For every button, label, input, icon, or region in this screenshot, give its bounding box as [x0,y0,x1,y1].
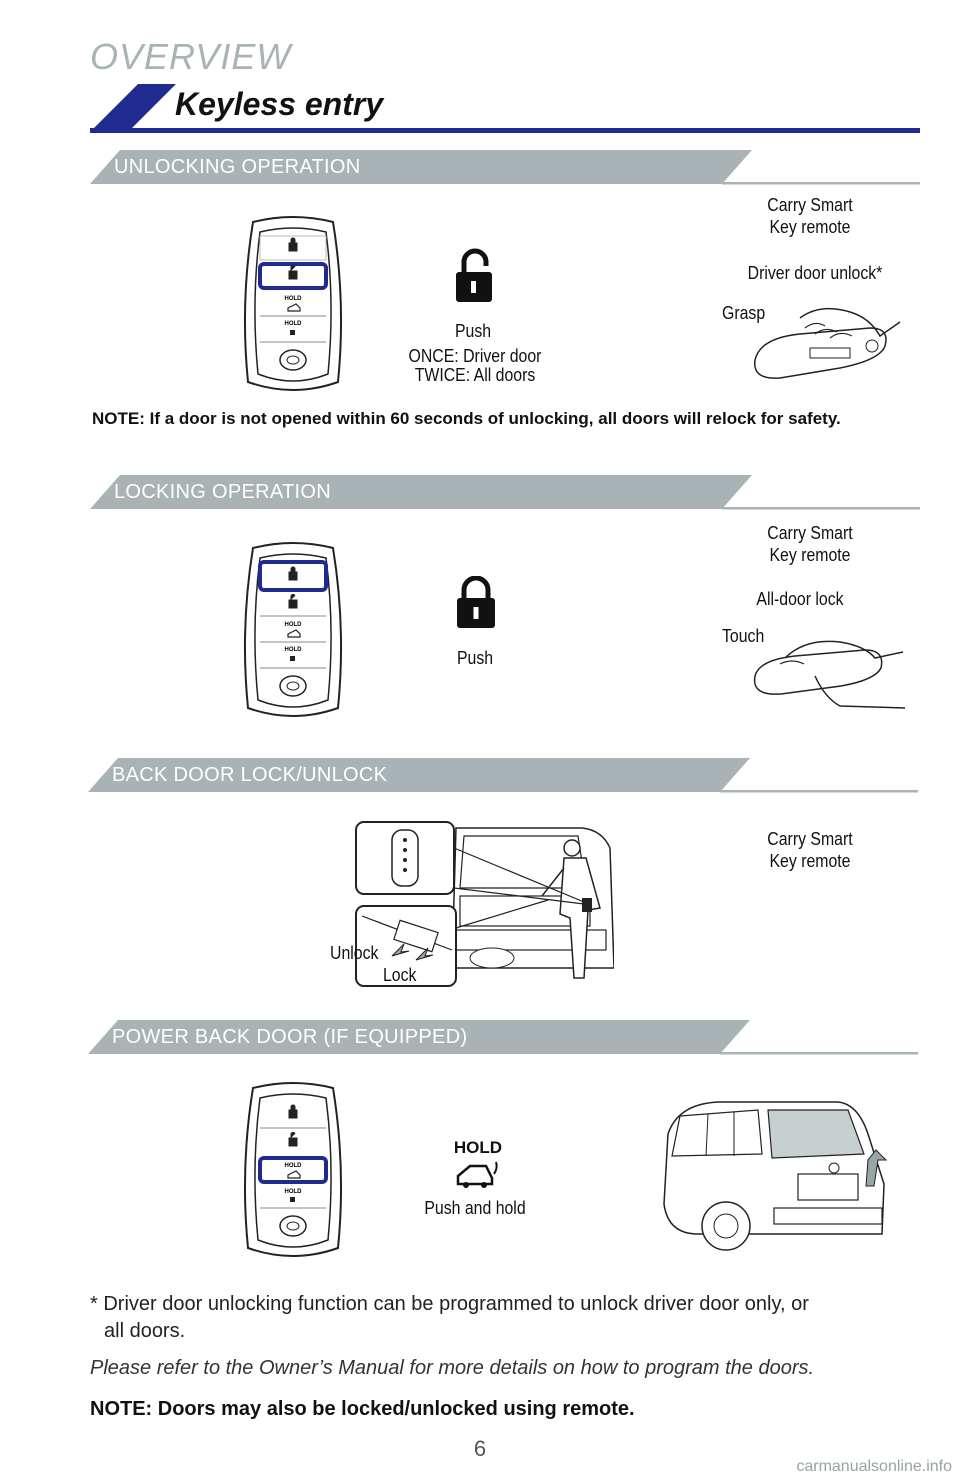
power-hold-label: HOLD [453,1138,503,1157]
grasp-label: Grasp [722,303,766,323]
section-header-locking [90,475,920,510]
lock-push-label: Push [456,648,494,668]
section-header-power-back-door [88,1020,918,1055]
svg-text:HOLD: HOLD [285,647,303,653]
back-door-hold-icon [456,1161,498,1188]
unlock-once-label: ONCE: Driver door [408,346,542,366]
svg-text:HOLD: HOLD [285,321,303,327]
remote-note: NOTE: Doors may also be locked/unlocked … [90,1398,635,1420]
lock-carry-line1: Carry Smart [767,523,853,543]
section-header-back-door [88,758,918,793]
back-lock-label: Lock [383,965,417,985]
unlock-twice-label: TWICE: All doors [414,365,536,385]
push-and-hold-label: Push and hold [424,1198,526,1218]
watermark: carmanualsonline.info [796,1458,952,1475]
section-title-locking: LOCKING OPERATION [114,481,331,503]
unlock-carry-line1: Carry Smart [767,195,853,215]
page-number: 6 [473,1436,487,1461]
power-back-door-suv-illustration [663,1101,888,1251]
lock-carry-line2: Key remote [769,545,851,565]
footnote-asterisk-line1: * Driver door unlocking function can be … [90,1293,809,1315]
key-fob-lock: HOLD HOLD [243,542,343,717]
door-handle-touch-illustration [753,640,906,709]
key-fob-unlock: HOLD HOLD [243,216,343,391]
touch-label: Touch [722,626,765,646]
unlock-carry-line2: Key remote [769,217,851,237]
unlock-push-label: Push [454,321,492,341]
svg-text:HOLD: HOLD [285,1163,303,1169]
page-title: Keyless entry [175,86,384,122]
title-bar [90,84,920,133]
back-unlock-label: Unlock [330,943,379,963]
unlock-note: NOTE: If a door is not opened within 60 … [92,409,841,428]
all-door-lock-label: All-door lock [756,589,844,609]
svg-text:HOLD: HOLD [285,296,303,302]
section-title-power-back-door: POWER BACK DOOR (IF EQUIPPED) [112,1026,468,1048]
overview-label: OVERVIEW [90,36,292,77]
svg-text:HOLD: HOLD [285,622,303,628]
owners-manual-note: Please refer to the Owner’s Manual for m… [90,1357,815,1379]
driver-door-unlock-label: Driver door unlock* [747,263,883,283]
back-carry-line1: Carry Smart [767,829,853,849]
svg-text:HOLD: HOLD [285,1189,303,1195]
door-handle-grasp-illustration [753,307,901,379]
back-door-illustration [355,821,614,987]
lock-padlock-icon [457,576,495,628]
footnote-asterisk-line2: all doors. [104,1320,186,1342]
back-carry-line2: Key remote [769,851,851,871]
unlock-padlock-icon [456,248,492,302]
section-header-unlocking [90,150,920,185]
key-fob-power-back-door: HOLD HOLD [243,1082,343,1257]
section-title-unlocking: UNLOCKING OPERATION [114,156,361,178]
section-title-back-door: BACK DOOR LOCK/UNLOCK [112,764,388,786]
